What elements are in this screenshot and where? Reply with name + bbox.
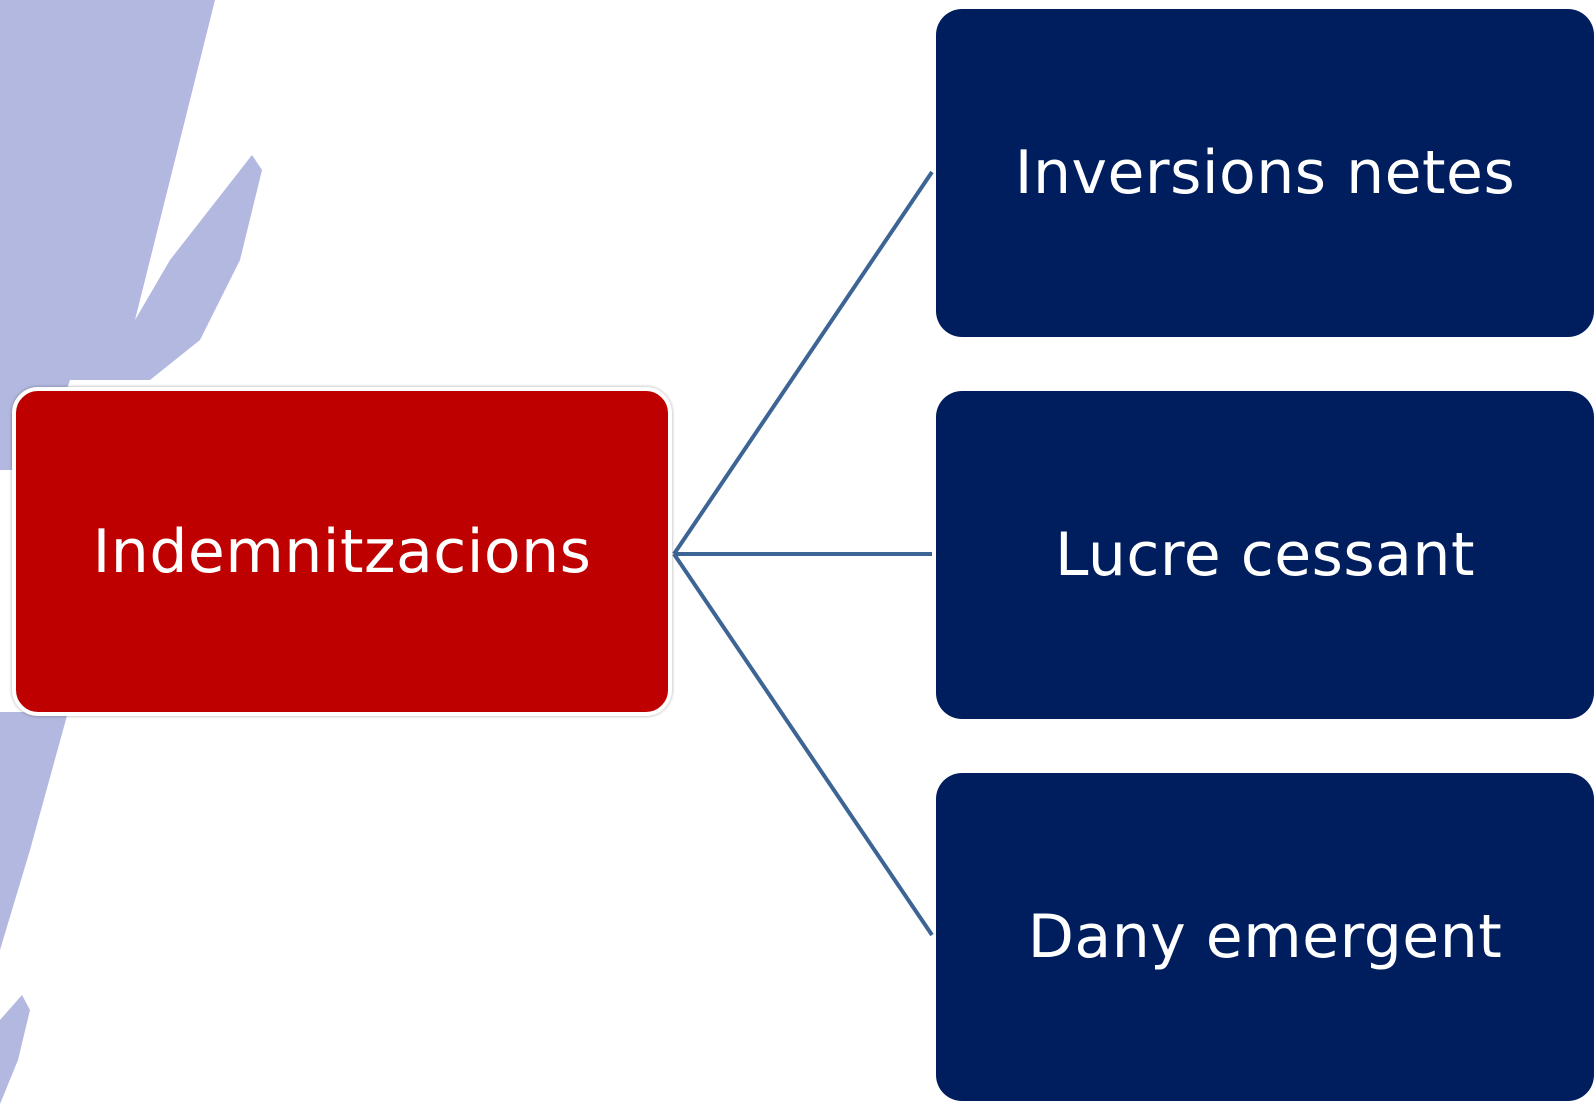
background-stripe (60, 0, 112, 105)
connector-line-dany (672, 552, 934, 937)
connector-line-inversions (672, 170, 934, 556)
child-node-dany-emergent: Dany emergent (936, 773, 1594, 1101)
child-node-label: Inversions netes (1014, 138, 1516, 208)
background-stripe (100, 155, 262, 380)
background-stripe (0, 712, 68, 950)
child-node-inversions-netes: Inversions netes (936, 9, 1594, 337)
child-node-label: Lucre cessant (1055, 520, 1475, 590)
child-node-label: Dany emergent (1027, 902, 1503, 972)
background-stripe (0, 995, 30, 1104)
background-stripe (0, 0, 215, 470)
root-node-label: Indemnitzacions (92, 516, 592, 587)
root-node: Indemnitzacions (12, 387, 672, 716)
child-node-lucre-cessant: Lucre cessant (936, 391, 1594, 719)
